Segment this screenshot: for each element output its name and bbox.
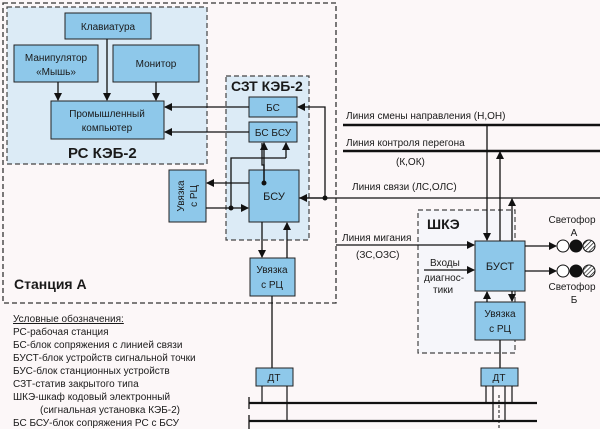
bs-bsu-label: БС БСУ — [255, 128, 292, 139]
control-line-label-2: (К,ОК) — [396, 157, 425, 168]
signal-b-label-2: Б — [571, 295, 578, 306]
keyboard-label: Клавиатура — [81, 22, 136, 33]
uvyazka-left-label-2: с РЦ — [189, 184, 200, 206]
signal-b-label-1: Светофор — [548, 281, 595, 293]
legend-item: БУС-блок станционных устройств — [13, 365, 170, 377]
legend-item: БС БСУ-блок сопряжения РС с БСУ — [13, 417, 180, 429]
legend-item: ШКЭ-шкаф кодовый электронный — [13, 391, 170, 403]
pc-label-1: Промышленный — [69, 109, 145, 120]
signal-a-label-2: А — [571, 228, 578, 239]
dt-left-block — [255, 367, 294, 387]
monitor-label: Монитор — [136, 59, 177, 70]
mouse-label-2: «Мышь» — [36, 67, 76, 78]
uvyazka-bottom-label-1: Увязка — [256, 265, 288, 276]
uvyazka-shke-label-2: с РЦ — [489, 324, 511, 335]
bsu-label: БСУ — [263, 191, 286, 203]
legend-item: БУСТ-блок устройств сигнальной точки — [13, 352, 196, 364]
diag-label-1: Входы — [430, 258, 460, 269]
dt-right-label: ДТ — [493, 373, 506, 384]
uvyazka-left-block — [168, 169, 207, 223]
legend-title: Условные обозначения: — [13, 313, 124, 325]
bsu-block — [248, 169, 300, 223]
control-line-label-1: Линия контроля перегона — [346, 138, 465, 149]
uvyazka-bottom-label-2: с РЦ — [261, 280, 283, 291]
blink-line-label-2: (ЗС,ОЗС) — [356, 250, 400, 261]
legend-item: БС-блок сопряжения с линией связи — [13, 339, 182, 351]
industrial-pc-block — [50, 100, 165, 140]
pc-label-2: компьютер — [82, 123, 133, 134]
direction-line-label: Линия смены направления (Н,ОН) — [346, 111, 505, 122]
legend-item: (сигнальная установка КЭБ-2) — [40, 405, 180, 416]
bust-label: БУСТ — [486, 261, 515, 273]
keyboard-block — [64, 12, 152, 40]
blink-line-label-1: Линия мигания — [342, 233, 411, 244]
signal-a-label-1: Светофор — [548, 214, 595, 226]
legend-item: РС-рабочая станция — [13, 326, 109, 338]
legend-item: СЗТ-статив закрытого типа — [13, 379, 139, 390]
diag-label-3: тики — [433, 285, 453, 296]
uvyazka-left-label-1: Увязка — [176, 180, 187, 212]
station-a-label: Станция А — [14, 276, 87, 292]
uvyazka-shke-label-1: Увязка — [484, 309, 516, 320]
uvyazka-bottom-block — [249, 257, 296, 297]
diag-label-2: диагнос- — [424, 273, 464, 284]
rs-keb2-label: РС КЭБ-2 — [68, 145, 137, 162]
dt-left-label: ДТ — [268, 373, 281, 384]
legend: Условные обозначения: РС-рабочая станция… — [13, 313, 196, 429]
signal-a-lights — [556, 239, 596, 253]
szt-keb2-label: СЗТ КЭБ-2 — [231, 78, 303, 94]
mouse-label-1: Манипулятор — [25, 53, 88, 64]
shke-label: ШКЭ — [427, 216, 460, 232]
uvyazka-shke-block — [474, 301, 526, 341]
dt-right-block — [480, 367, 519, 387]
bs-label: БС — [266, 103, 280, 114]
bust-block — [474, 240, 526, 292]
comm-line-label: Линия связи (ЛС,ОЛС) — [352, 182, 457, 193]
station-a-boundary — [2, 2, 337, 304]
signal-b-lights — [556, 264, 596, 278]
mouse-block — [13, 44, 99, 83]
